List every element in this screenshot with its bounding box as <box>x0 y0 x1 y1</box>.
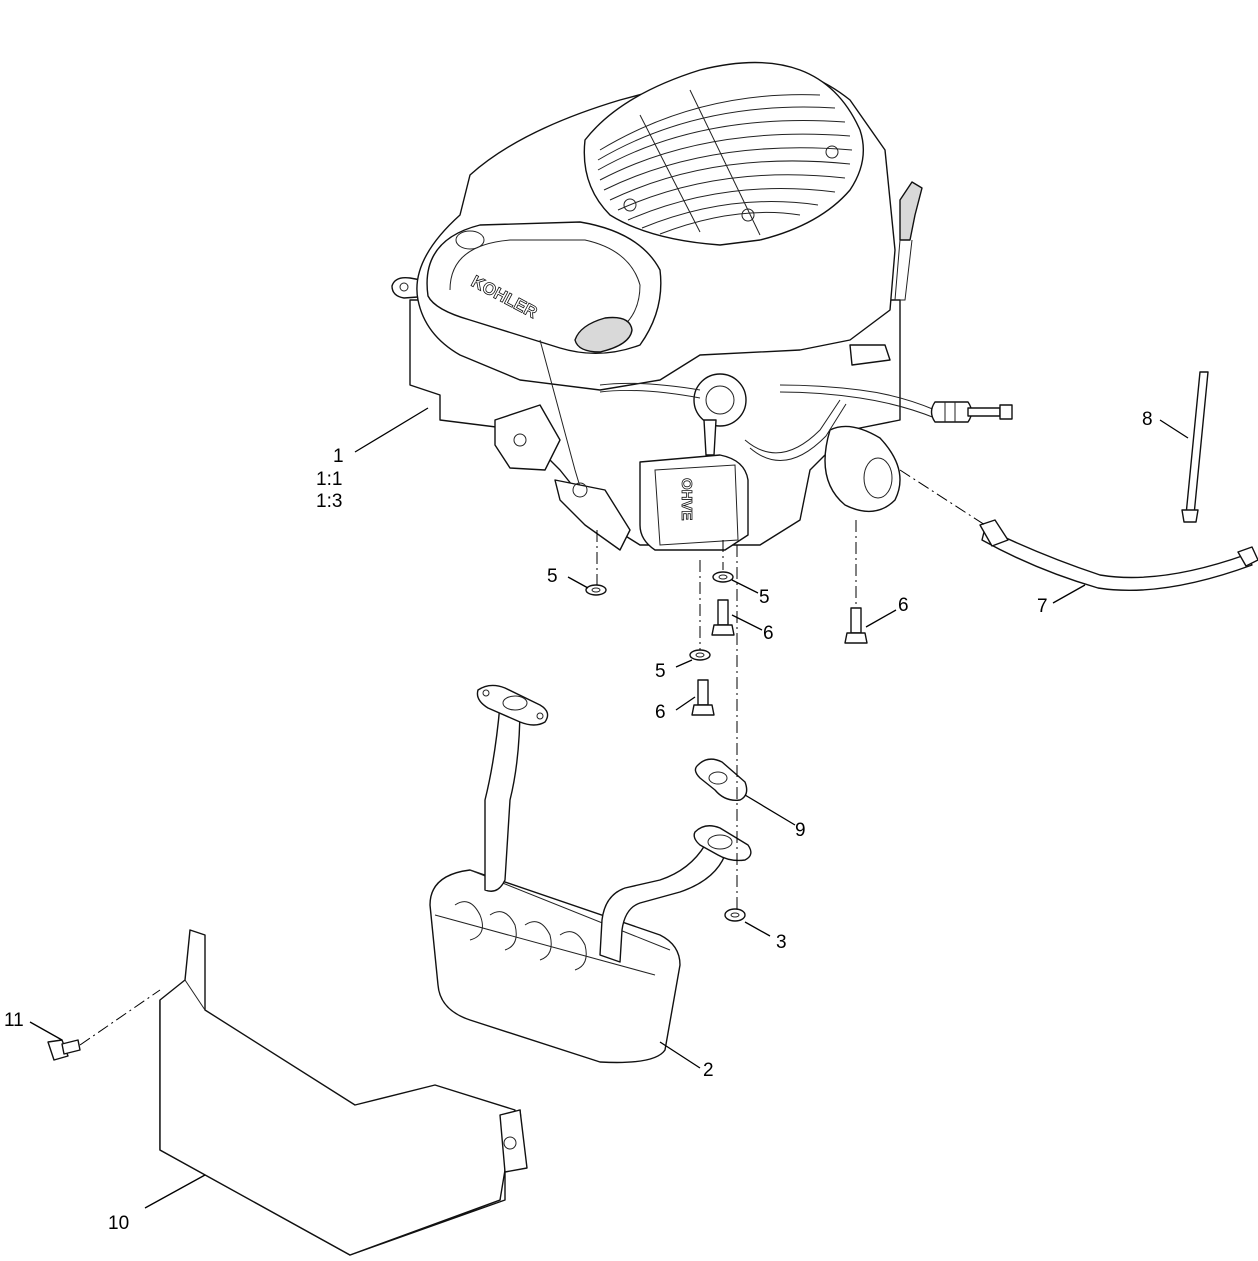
callouts: 1 1:1 1:3 2 3 5 5 5 6 6 6 7 8 9 10 11 <box>4 409 1153 1234</box>
callout-5a: 5 <box>547 566 558 587</box>
callout-3: 3 <box>776 932 787 953</box>
callout-1-3: 1:3 <box>316 491 342 512</box>
heat-shield <box>159 929 528 1256</box>
callout-6c: 6 <box>898 595 909 616</box>
callout-7: 7 <box>1037 596 1048 617</box>
bolt-11 <box>47 1039 81 1061</box>
bolt-6a <box>711 599 735 636</box>
callout-6b: 6 <box>655 702 666 723</box>
engine-assembly: KOHLER OHVE <box>391 61 1013 551</box>
callout-1-1: 1:1 <box>316 469 342 490</box>
ohve-label: OHVE <box>678 478 695 521</box>
alignment-lines <box>79 469 986 1046</box>
callout-2: 2 <box>703 1060 714 1081</box>
leader-lines <box>29 407 1189 1209</box>
callout-8: 8 <box>1142 409 1153 430</box>
muffler <box>429 684 752 1064</box>
washer-5a <box>585 584 607 596</box>
callout-6a: 6 <box>763 623 774 644</box>
callout-10: 10 <box>108 1213 129 1234</box>
exhaust-gasket <box>694 758 748 801</box>
fuel-hose <box>979 519 1258 592</box>
callout-9: 9 <box>795 820 806 841</box>
cable-tie <box>1181 371 1209 523</box>
nut-3 <box>724 908 746 922</box>
washer-5c <box>689 649 711 661</box>
callout-1: 1 <box>333 446 344 467</box>
callout-5c: 5 <box>655 661 666 682</box>
washer-5b <box>712 571 734 583</box>
bolt-6c <box>844 607 868 644</box>
callout-5b: 5 <box>759 587 770 608</box>
bolt-6b <box>691 679 715 716</box>
callout-11: 11 <box>4 1010 24 1031</box>
